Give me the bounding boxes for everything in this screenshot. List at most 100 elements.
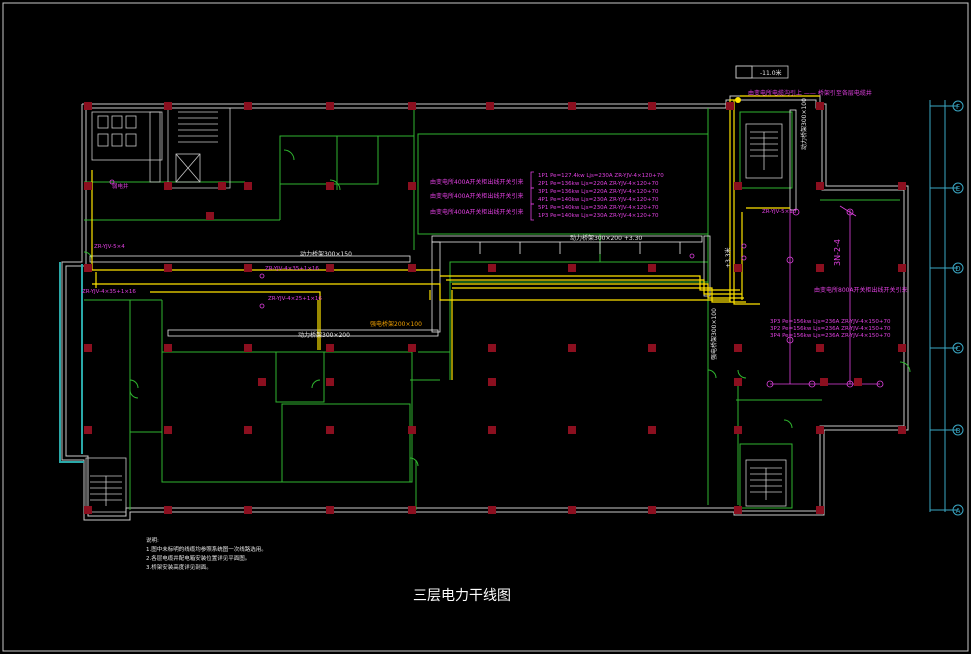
- door-swings: [83, 149, 911, 467]
- feeder-right-row-3: 3P4 Pe=156kw Ljs=236A ZR-YJV-4×150+70: [770, 333, 891, 339]
- column-32: [326, 344, 334, 352]
- axis-label-d: D: [955, 265, 960, 273]
- right-circuit-nodes: [109, 179, 884, 388]
- column-50: [898, 426, 906, 434]
- notes-heading: 说明:: [146, 536, 159, 544]
- column-26: [734, 264, 742, 272]
- column-47: [648, 426, 656, 434]
- stairwell-left-top: [167, 107, 231, 189]
- column-17: [898, 182, 906, 190]
- cable-label-left-3: ZR-YJV-4×35+1×16: [265, 266, 319, 272]
- source-note: 由变电所电缆沟引上 —— 桥架引至各层电缆井: [748, 89, 872, 97]
- depth-box: [735, 65, 789, 79]
- column-7: [648, 102, 656, 110]
- column-46: [568, 426, 576, 434]
- column-20: [244, 264, 252, 272]
- column-65: [488, 378, 496, 386]
- feeder-top-2-row-1: 3P1 Pe=136kw Ljs=220A ZR-YJV-4×120+70: [538, 189, 659, 195]
- column-1: [164, 102, 172, 110]
- feeder-top-3-row-2: 1P3 Pe=140kw Ljs=230A ZR-YJV-4×120+70: [538, 213, 659, 219]
- feeder-top-1-row-2: 2P1 Pe=136kw Ljs=220A ZR-YJV-4×120+70: [538, 181, 659, 187]
- column-5: [486, 102, 494, 110]
- column-53: [244, 506, 252, 514]
- column-6: [568, 102, 576, 110]
- column-54: [326, 506, 334, 514]
- column-11: [164, 182, 172, 190]
- column-60: [816, 506, 824, 514]
- axis-bubbles: F E D C B A: [952, 100, 964, 516]
- column-64: [326, 378, 334, 386]
- cable-source-point: [735, 97, 741, 103]
- cable-label-left-4: ZR-YJV-4×25+1×16: [268, 296, 322, 302]
- tray-label-2: 强电桥架200×100: [370, 320, 422, 328]
- right-cable-label: ZR-YJV-5×10: [762, 209, 797, 215]
- column-62: [218, 182, 226, 190]
- column-66: [820, 378, 828, 386]
- shaft-tray-label: 动力桥架300×100: [800, 98, 808, 150]
- column-68: [734, 378, 742, 386]
- axis-label-a: A: [956, 507, 961, 515]
- column-49: [816, 426, 824, 434]
- feeder-top-2-row-2: 4P1 Pe=140kw Ljs=230A ZR-YJV-4×120+70: [538, 197, 659, 203]
- column-13: [326, 182, 334, 190]
- riser-right-label: +3.3米: [724, 247, 732, 268]
- stairwell-right-bottom: [745, 459, 787, 507]
- column-38: [816, 344, 824, 352]
- feeder-top-1-row-1: 1P1 Pe=127.4kw Ljs=230A ZR-YJV-4×120+70: [538, 173, 664, 179]
- column-56: [488, 506, 496, 514]
- structural-columns: [84, 102, 906, 514]
- right-panel-label: 3N-2-4: [833, 239, 842, 266]
- column-24: [568, 264, 576, 272]
- cable-label-left-1: ZR-YJV-5×4: [94, 244, 125, 250]
- feeder-top-3-row-1: 5P1 Pe=140kw Ljs=230A ZR-YJV-4×120+70: [538, 205, 659, 211]
- tray-label-1: 动力桥架300×150: [300, 250, 352, 258]
- column-22: [408, 264, 416, 272]
- column-39: [898, 344, 906, 352]
- depth-label: -11.0米: [760, 69, 782, 77]
- stairwell-left-bottom: [85, 457, 127, 513]
- feeder-right-source: 由变电所800A开关柜出线开关引来: [814, 286, 908, 294]
- column-34: [488, 344, 496, 352]
- column-58: [648, 506, 656, 514]
- riser-left-label: 强电桥架300×100: [710, 308, 718, 360]
- teal-glazing: [59, 262, 84, 463]
- column-30: [164, 344, 172, 352]
- column-16: [816, 182, 824, 190]
- column-59: [734, 506, 742, 514]
- axis-label-e: E: [956, 185, 960, 193]
- toilet-area: [91, 111, 163, 183]
- column-21: [326, 264, 334, 272]
- feeder-top-2-source: 由变电所400A开关柜出线开关引来: [430, 192, 524, 200]
- column-57: [568, 506, 576, 514]
- tray-label-4: 动力桥架300×200 +3.30: [570, 234, 642, 242]
- column-40: [84, 426, 92, 434]
- column-45: [488, 426, 496, 434]
- column-33: [408, 344, 416, 352]
- column-43: [326, 426, 334, 434]
- note-2: 2.各层电缆井配电箱安装位置详见平面图。: [146, 554, 250, 562]
- column-10: [84, 182, 92, 190]
- note-3: 3.桥架安装高度详见剖面。: [146, 563, 212, 571]
- column-35: [568, 344, 576, 352]
- feeder-brackets: [530, 171, 534, 221]
- cable-label-left-2: ZR-YJV-4×35+1×16: [82, 289, 136, 295]
- drawing-title: 三层电力干线图: [413, 588, 511, 604]
- axis-label-b: B: [956, 427, 961, 435]
- column-67: [854, 378, 862, 386]
- axis-label-c: C: [956, 345, 961, 353]
- column-52: [164, 506, 172, 514]
- feeder-top-3-source: 由变电所400A开关柜出线开关引来: [430, 208, 524, 216]
- stairwell-right-top: [745, 123, 783, 179]
- column-19: [164, 264, 172, 272]
- feeder-right-row-2: 3P2 Pe=156kw Ljs=236A ZR-YJV-4×150+70: [770, 326, 891, 332]
- room-label: 弱电井: [112, 182, 129, 190]
- column-28: [898, 264, 906, 272]
- column-29: [84, 344, 92, 352]
- column-8: [726, 102, 734, 110]
- column-42: [244, 426, 252, 434]
- column-63: [258, 378, 266, 386]
- column-3: [326, 102, 334, 110]
- column-31: [244, 344, 252, 352]
- cable-trays: [89, 65, 797, 337]
- column-51: [84, 506, 92, 514]
